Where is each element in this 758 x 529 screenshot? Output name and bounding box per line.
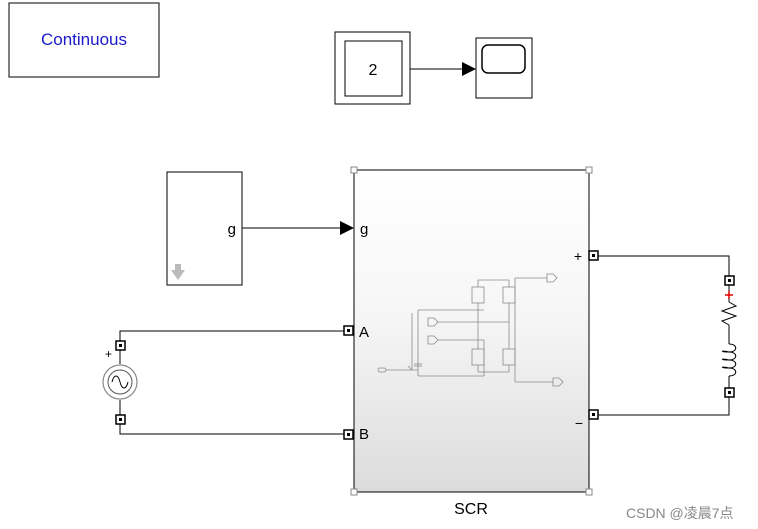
- selection-handles: [350, 166, 593, 496]
- display-value: 2: [369, 62, 378, 79]
- scr-name: SCR: [454, 501, 488, 518]
- pulse-port-label: g: [228, 221, 236, 238]
- pulse-block[interactable]: g: [166, 171, 243, 286]
- scr-block[interactable]: g A B: [350, 166, 593, 496]
- scr-port-g: g: [360, 221, 368, 238]
- pulse-to-gate-signal[interactable]: [242, 221, 354, 235]
- scope-block[interactable]: [475, 37, 533, 99]
- scr-port-b: B: [359, 426, 369, 443]
- down-arrow-icon: [171, 264, 185, 280]
- sine-wave-icon: [111, 375, 129, 389]
- polarity-marker-icon: [725, 291, 733, 299]
- scr-plus-label: +: [574, 248, 582, 264]
- resistor-icon: [720, 301, 738, 326]
- powergui-block[interactable]: Continuous: [8, 2, 160, 78]
- wire-plus-to-load[interactable]: [598, 255, 730, 276]
- display-to-scope-signal[interactable]: [410, 62, 476, 76]
- inductor-icon: [721, 343, 737, 377]
- display-block[interactable]: 2: [334, 31, 411, 105]
- watermark: CSDN @凌晨7点: [626, 505, 734, 521]
- scr-port-a: A: [359, 324, 369, 341]
- scr-minus-label: −: [575, 415, 583, 431]
- wire-source-to-a[interactable]: [119, 330, 344, 341]
- series-rl-load[interactable]: [720, 275, 738, 398]
- source-plus-label: +: [105, 347, 112, 361]
- scope-screen-icon: [481, 44, 526, 74]
- wire-source-to-b[interactable]: [119, 424, 344, 435]
- wire-minus-to-load[interactable]: [598, 397, 730, 416]
- scr-circuit-icon: [377, 273, 564, 387]
- powergui-label: Continuous: [41, 30, 127, 49]
